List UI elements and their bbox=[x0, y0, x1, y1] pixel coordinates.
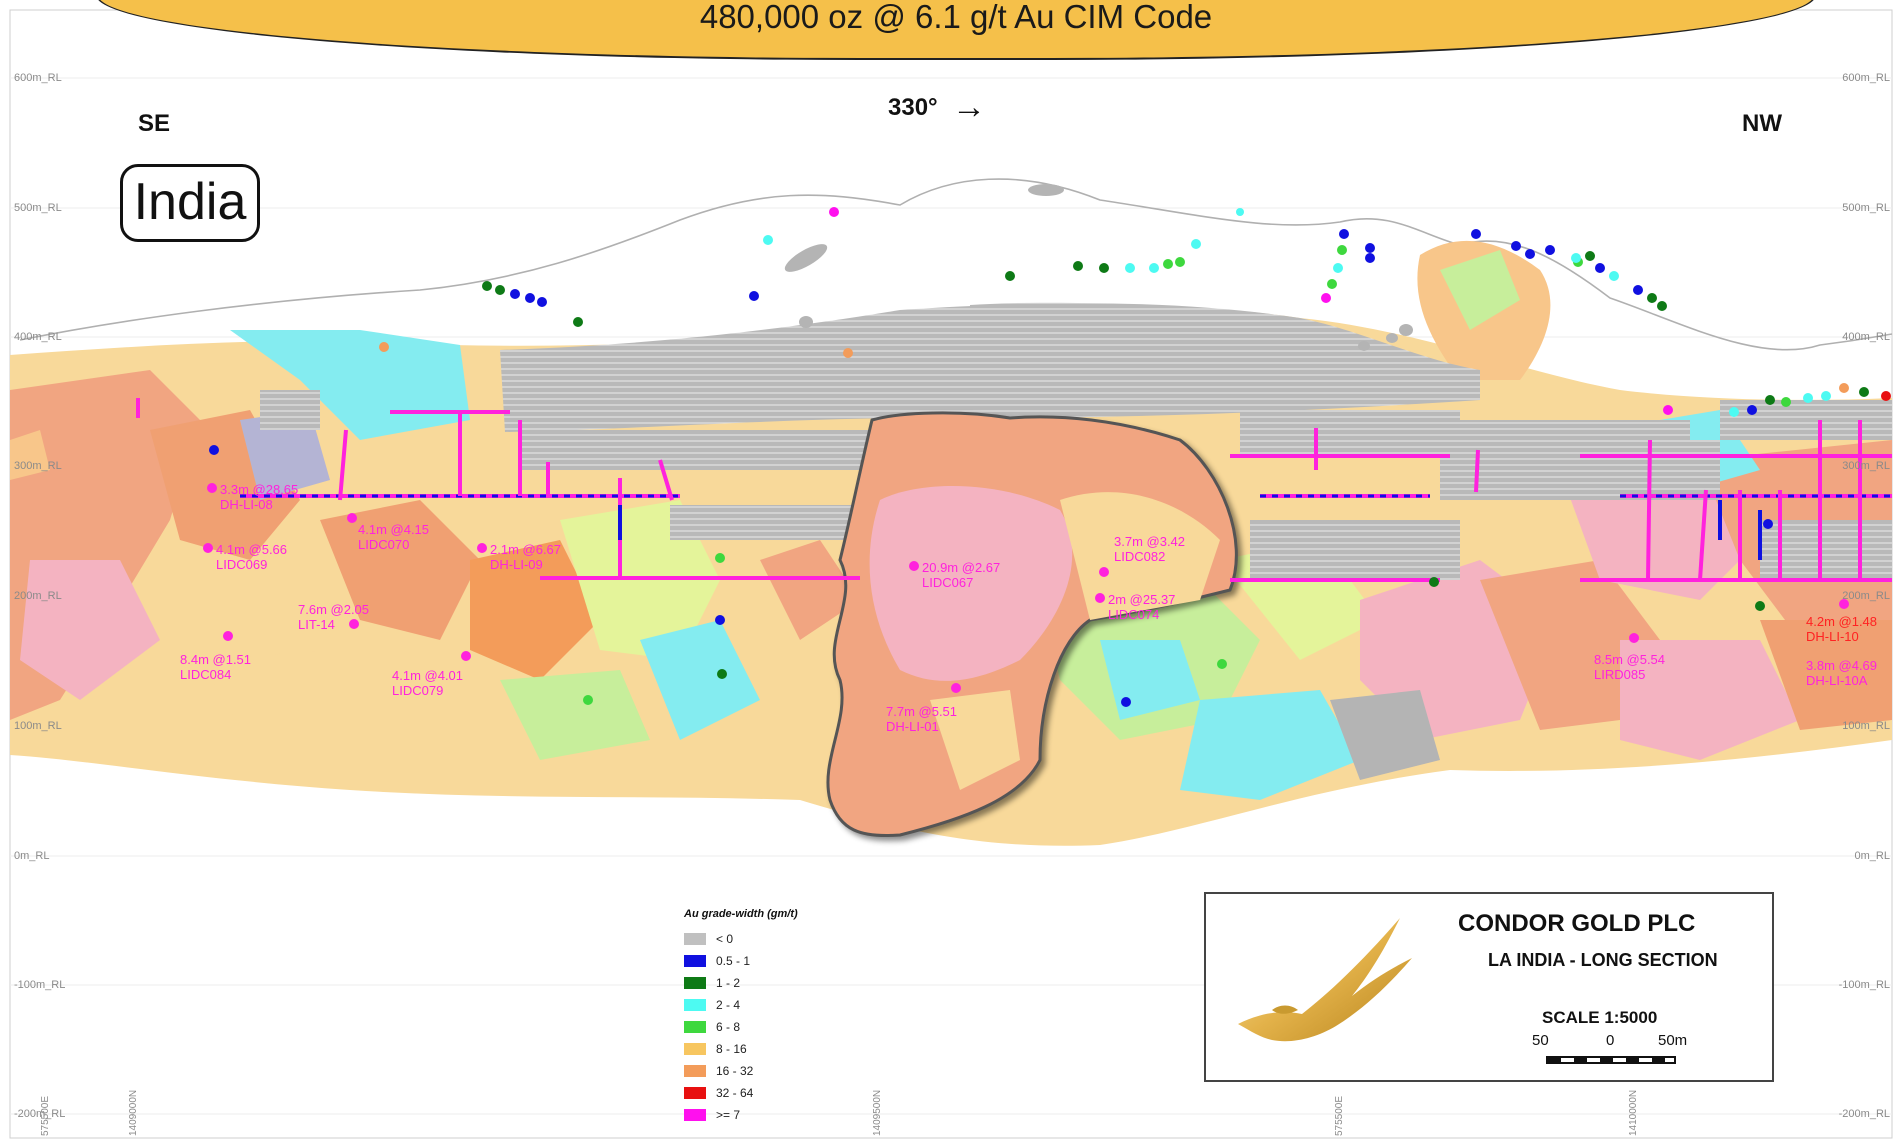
legend-swatch bbox=[684, 977, 706, 989]
legend-item: 2 - 4 bbox=[684, 994, 839, 1016]
direction-se-label: SE bbox=[138, 110, 171, 137]
mined-out-zones bbox=[260, 302, 1892, 580]
rl-label-left: 400m_RL bbox=[14, 331, 62, 343]
easting-label: 1409000N bbox=[128, 1089, 139, 1136]
legend-label: 1 - 2 bbox=[716, 976, 741, 990]
legend-label: 0.5 - 1 bbox=[716, 954, 751, 968]
scale-tick-label: 50 bbox=[1532, 1032, 1549, 1049]
resource-banner-text: 480,000 oz @ 6.1 g/t Au CIM Code bbox=[699, 0, 1213, 35]
rl-label-left: 100m_RL bbox=[14, 720, 62, 732]
legend-title: Au grade-width (gm/t) bbox=[684, 908, 798, 920]
rl-label-left: 600m_RL bbox=[14, 72, 62, 84]
direction-nw-label: NW bbox=[1742, 110, 1782, 137]
legend-label: 6 - 8 bbox=[716, 1020, 741, 1034]
rl-label-right: 600m_RL bbox=[1842, 72, 1890, 84]
rl-label-left: -100m_RL bbox=[14, 979, 66, 991]
legend-label: >= 7 bbox=[716, 1108, 741, 1122]
rl-label-left: -200m_RL bbox=[14, 1108, 66, 1120]
rl-label-right: 200m_RL bbox=[1842, 590, 1890, 602]
vertical-drill-traces bbox=[136, 398, 1862, 581]
legend-swatch bbox=[684, 1043, 706, 1055]
easting-label: 575500E bbox=[40, 1095, 51, 1136]
easting-label: 1410000N bbox=[1628, 1089, 1639, 1136]
scale-tick-label: 50m bbox=[1658, 1032, 1688, 1049]
legend-label: 16 - 32 bbox=[716, 1064, 754, 1078]
rl-label-right: 0m_RL bbox=[1854, 850, 1890, 862]
legend-swatch bbox=[684, 933, 706, 945]
azimuth-label: 330° bbox=[888, 94, 938, 121]
rl-label-right: 500m_RL bbox=[1842, 202, 1890, 214]
scale-bar bbox=[1546, 1056, 1676, 1064]
legend-item: 1 - 2 bbox=[684, 972, 839, 994]
rl-label-right: 400m_RL bbox=[1842, 331, 1890, 343]
legend-swatch bbox=[684, 1021, 706, 1033]
legend-item: 6 - 8 bbox=[684, 1016, 839, 1038]
easting-label: 575500E bbox=[1334, 1095, 1345, 1136]
drillhole-collars bbox=[209, 207, 1891, 707]
rl-label-right: 100m_RL bbox=[1842, 720, 1890, 732]
azimuth-arrow-icon: → bbox=[952, 88, 986, 126]
legend-item: 32 - 64 bbox=[684, 1082, 839, 1104]
rl-label-left: 500m_RL bbox=[14, 202, 62, 214]
resource-banner: 480,000 oz @ 6.1 g/t Au CIM Code bbox=[96, 0, 1816, 60]
scale-label: SCALE 1:5000 bbox=[1542, 1008, 1658, 1027]
rl-label-left: 300m_RL bbox=[14, 460, 62, 472]
legend-label: < 0 bbox=[716, 932, 734, 946]
intercept-markers bbox=[203, 483, 1849, 693]
condor-logo-icon bbox=[1238, 918, 1412, 1042]
legend-swatch bbox=[684, 1109, 706, 1121]
rl-label-left: 200m_RL bbox=[14, 590, 62, 602]
legend-label: 32 - 64 bbox=[716, 1086, 754, 1100]
scale-tick-label: 0 bbox=[1606, 1032, 1615, 1049]
legend-swatch bbox=[684, 999, 706, 1011]
rl-label-right: -100m_RL bbox=[1838, 979, 1890, 991]
topography-line bbox=[19, 178, 1893, 351]
easting-label: 1409500N bbox=[872, 1089, 883, 1136]
legend-label: 8 - 16 bbox=[716, 1042, 747, 1056]
grade-legend: Au grade-width (gm/t) < 0 0.5 - 1 1 - 2 2 -… bbox=[684, 908, 839, 1126]
legend-item: >= 7 bbox=[684, 1104, 839, 1126]
rl-label-right: -200m_RL bbox=[1838, 1108, 1890, 1120]
section-name: LA INDIA - LONG SECTION bbox=[1488, 950, 1718, 970]
rl-label-right: 300m_RL bbox=[1842, 460, 1890, 472]
rl-label-left: 0m_RL bbox=[14, 850, 50, 862]
legend-item: < 0 bbox=[684, 928, 839, 950]
legend-label: 2 - 4 bbox=[716, 998, 741, 1012]
legend-item: 16 - 32 bbox=[684, 1060, 839, 1082]
legend-swatch bbox=[684, 1087, 706, 1099]
inset-pink-zone bbox=[826, 411, 1238, 838]
title-block: CONDOR GOLD PLC LA INDIA - LONG SECTION … bbox=[1204, 892, 1774, 1082]
legend-item: 0.5 - 1 bbox=[684, 950, 839, 972]
area-label-india: India bbox=[120, 164, 260, 242]
legend-swatch bbox=[684, 955, 706, 967]
legend-swatch bbox=[684, 1065, 706, 1077]
company-name: CONDOR GOLD PLC bbox=[1458, 910, 1696, 937]
legend-item: 8 - 16 bbox=[684, 1038, 839, 1060]
